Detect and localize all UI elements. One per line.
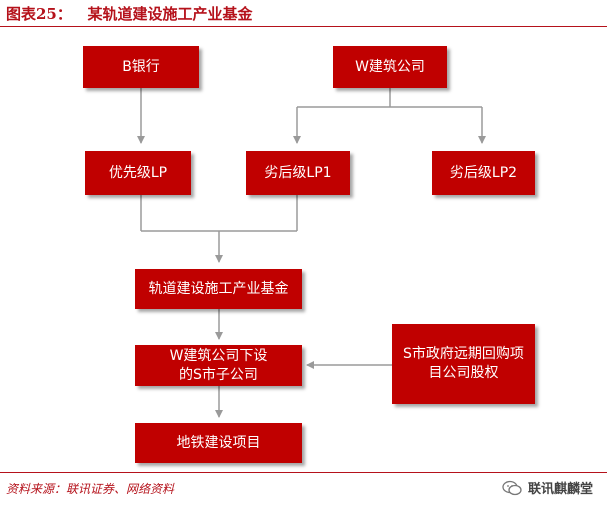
chat-bubble-icon: [502, 480, 522, 495]
node-subordinate-lp2: 劣后级LP2: [432, 151, 535, 195]
node-metro-project: 地铁建设项目: [135, 423, 302, 463]
brand-label: 联讯麒麟堂: [527, 482, 593, 497]
node-s-government: S市政府远期回购项目公司股权: [392, 324, 535, 404]
node-fund: 轨道建设施工产业基金: [135, 269, 302, 309]
footer-rule: [0, 472, 607, 473]
node-w-company: W建筑公司: [333, 46, 447, 88]
node-bank-b: B银行: [83, 46, 199, 88]
node-s-subsidiary: W建筑公司下设的S市子公司: [135, 345, 302, 386]
brand-watermark: 联讯麒麟堂: [502, 478, 593, 497]
header-rule: [0, 26, 607, 27]
figure-header: 图表25： 某轨道建设施工产业基金: [0, 0, 607, 27]
node-subordinate-lp1: 劣后级LP1: [246, 151, 350, 195]
figure-title: 图表25： 某轨道建设施工产业基金: [6, 5, 253, 23]
source-note: 资料来源：联讯证券、网络资料: [6, 482, 175, 496]
node-priority-lp: 优先级LP: [85, 151, 191, 195]
